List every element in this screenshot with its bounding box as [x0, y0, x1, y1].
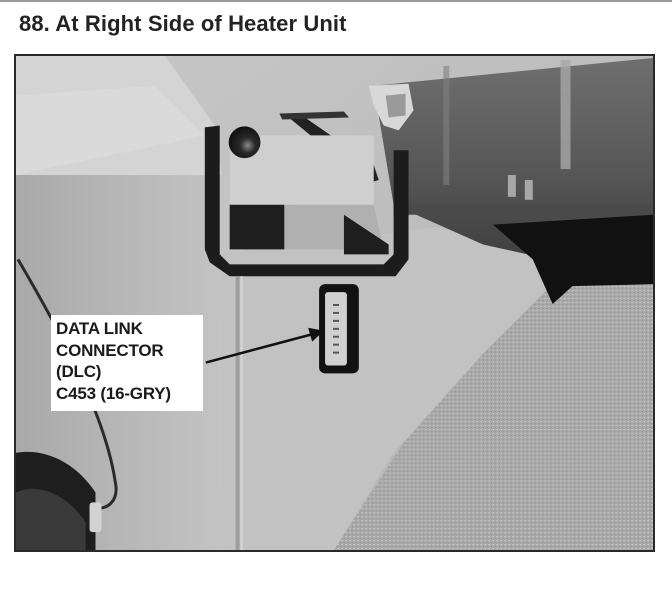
top-rule-divider [0, 0, 672, 2]
callout-line-1: DATA LINK [56, 319, 143, 338]
figure-title: 88. At Right Side of Heater Unit [19, 11, 347, 36]
callout-line-3: (DLC) [56, 362, 102, 381]
callout-label: DATA LINK CONNECTOR (DLC) C453 (16-GRY) [51, 315, 203, 411]
photo-image [16, 56, 653, 550]
callout-line-4: C453 (16-GRY) [56, 383, 171, 403]
callout-line-2: CONNECTOR [56, 340, 164, 360]
figure-photo [14, 54, 655, 552]
